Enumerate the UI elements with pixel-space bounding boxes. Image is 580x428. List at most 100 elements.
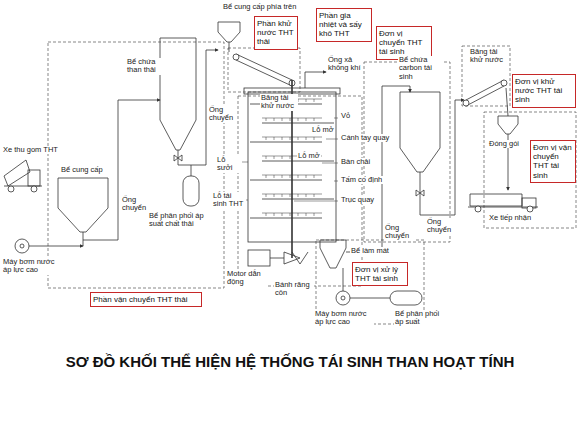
- left-pump: [15, 239, 83, 253]
- section-box: Phần vận chuyển THT thải: [90, 292, 202, 307]
- receiving-truck: [468, 194, 538, 212]
- drawing-stroke: [466, 80, 504, 106]
- drawing-stroke: [498, 116, 518, 134]
- rabble-arm: [262, 118, 322, 121]
- drawing-stroke: [284, 252, 308, 264]
- part-label: Bể phân phối áp suất: [394, 310, 442, 327]
- part-label: Motor dẫn động: [226, 270, 266, 287]
- drawing-stroke: [336, 291, 350, 305]
- packing-funnel: [498, 116, 518, 190]
- hearth-plates: [250, 99, 334, 218]
- drawing-stroke: [233, 54, 239, 60]
- drawing-stroke: [350, 298, 390, 299]
- part-label: Bể cung cấp: [60, 166, 104, 174]
- drawing-stroke: [343, 268, 344, 291]
- part-label: Băng tải khử nước: [469, 48, 509, 65]
- section-label: Phần khử nước THT thải: [257, 19, 295, 47]
- part-label: Tấm cố định: [340, 176, 383, 184]
- regenerated-tank: [400, 92, 464, 215]
- rabble-arm: [262, 137, 322, 140]
- part-label: Ống chuyển: [121, 196, 150, 213]
- section-box: Đơn vị xử lý THT tái sinh: [352, 262, 408, 286]
- furnace: [242, 72, 340, 258]
- top-supply-funnel: [218, 22, 240, 52]
- drawing-stroke: [305, 72, 326, 88]
- part-label: Ống chuyển: [426, 218, 456, 235]
- rabble-arm: [262, 175, 322, 178]
- part-label: Xe thu gom THT: [2, 146, 59, 154]
- drawing-stroke: [248, 250, 270, 266]
- drawing-stroke: [4, 160, 30, 186]
- part-label: Máy bơm nước áp lực cao: [314, 310, 374, 327]
- part-label: Cánh tay quay: [340, 134, 390, 142]
- drawing-stroke: [20, 244, 24, 248]
- drawing-stroke: [160, 38, 196, 150]
- drawing-stroke: [294, 118, 338, 201]
- part-label: Lỗ mở: [311, 126, 335, 134]
- rabble-arm: [262, 213, 322, 216]
- part-label: Bể làm mát: [350, 247, 390, 255]
- part-label: Ống xả không khí: [327, 56, 363, 73]
- part-label: Lỗ tái sinh THT: [212, 192, 246, 209]
- part-label: Bể chứa than thải: [126, 58, 162, 75]
- section-box: Đơn vị khử nước THT tái sinh: [512, 74, 576, 108]
- part-label: Xe tiếp nhận: [488, 214, 532, 222]
- drawing-stroke: [28, 170, 40, 186]
- drawing-stroke: [29, 246, 83, 247]
- section-label: Phần vận chuyển THT thải: [93, 295, 199, 304]
- drawing-stroke: [341, 296, 345, 300]
- drawing-stroke: [174, 155, 182, 161]
- drawing-stroke: [416, 190, 424, 196]
- section-label: Đơn vị khử nước THT tái sinh: [515, 77, 573, 105]
- drawing-stroke: [320, 240, 346, 268]
- drawing-stroke: [229, 42, 230, 52]
- drawing-stroke: [390, 291, 422, 305]
- drawing-stroke: [470, 194, 522, 206]
- drawing-stroke: [420, 100, 464, 215]
- part-label: Bánh răng côn: [274, 281, 314, 298]
- drawing-stroke: [501, 80, 507, 86]
- drawing-stroke: [506, 88, 508, 116]
- section-box: Phần gia nhiệt và sấy khô THT: [316, 8, 372, 42]
- part-label: Ống chuyển: [384, 224, 414, 241]
- part-label: Lỗ mở: [297, 152, 321, 160]
- drawing-stroke: [484, 112, 576, 228]
- drawing-stroke: [238, 96, 362, 286]
- hearth-plate: [262, 123, 334, 124]
- part-label: Ống chuyển: [208, 106, 237, 123]
- drawing-stroke: [58, 178, 108, 232]
- part-label: Trục quay: [340, 196, 375, 204]
- supply-tank: [58, 178, 108, 246]
- drawing-stroke: [8, 186, 14, 192]
- drawing-stroke: [31, 186, 37, 192]
- drawing-stroke: [270, 258, 284, 259]
- drawing-stroke: [15, 239, 29, 253]
- part-label: Đóng gói: [488, 140, 520, 148]
- part-label: Vỏ: [340, 112, 351, 120]
- section-label: Đơn vị vận chuyển THT tái sinh: [533, 143, 573, 180]
- drawing-stroke: [83, 232, 84, 246]
- rabble-arm: [262, 194, 322, 197]
- drawing-stroke: [463, 100, 469, 106]
- drawing-stroke: [236, 54, 292, 86]
- drawing-stroke: [48, 42, 224, 288]
- hearth-plate: [250, 218, 322, 219]
- hearth-plate: [262, 161, 334, 162]
- top-conveyor: [233, 54, 295, 86]
- part-label: Bể phân phối áp suất chất thải: [148, 212, 206, 229]
- hearth-plate: [250, 142, 322, 143]
- drawing-stroke: [191, 165, 192, 176]
- section-box: Đơn vị chuyển THT tái sinh: [376, 26, 432, 60]
- part-label: Bể chứa carbon tái sinh: [398, 56, 444, 81]
- part-label: Băng tải khử nước: [260, 94, 298, 111]
- section-label: Phần gia nhiệt và sấy khô THT: [319, 11, 369, 39]
- part-label: Bể cung cấp phía trên: [222, 3, 297, 11]
- hearth-plate: [250, 180, 322, 181]
- section-box: Đơn vị vận chuyển THT tái sinh: [530, 140, 576, 183]
- hearth-plate: [262, 199, 334, 200]
- part-label: Bàn chải: [340, 158, 371, 166]
- drawing-stroke: [527, 206, 533, 212]
- drawing-stroke: [218, 22, 240, 42]
- dashed-regions: [48, 42, 576, 324]
